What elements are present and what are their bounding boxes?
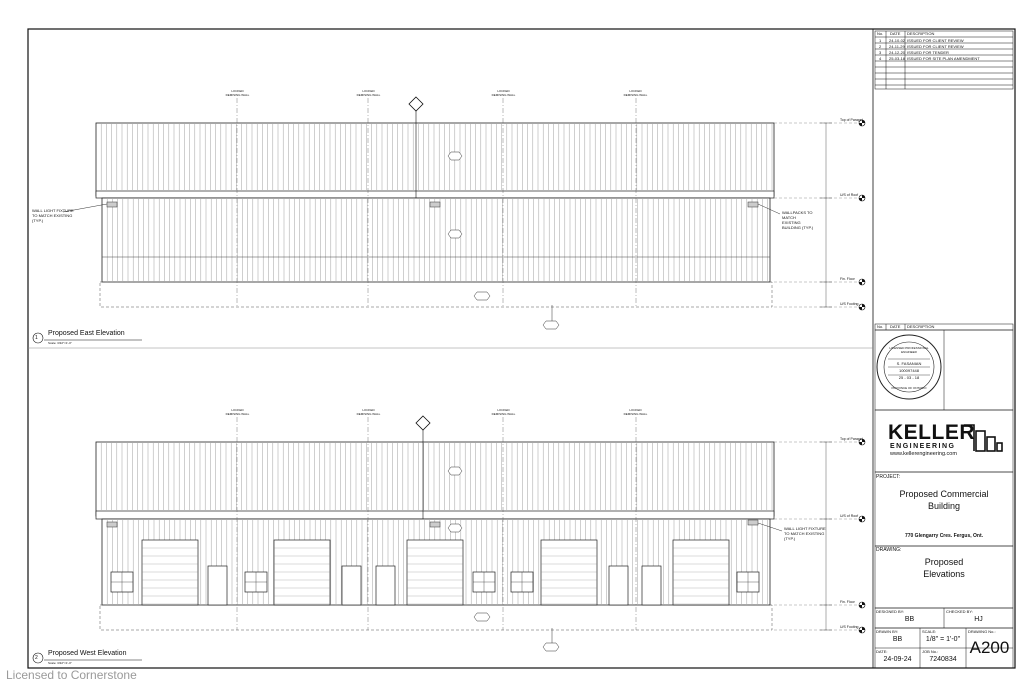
job-no-value: 7240834 (929, 656, 957, 663)
gridline-label: LOCKED DEMISING WALL (225, 408, 250, 416)
revision2-header-date: DATE (890, 324, 901, 329)
overhead-door (406, 539, 464, 606)
man-door (207, 565, 228, 606)
revision-row-desc: ISSUED FOR TENDER (907, 50, 949, 55)
drawing-title-line2: Elevations (923, 569, 965, 579)
checked-by-value: HJ (974, 616, 983, 623)
company-name: KELLER (888, 421, 975, 444)
drawing-title-line1: Proposed (924, 557, 964, 567)
view-number-circle (32, 332, 44, 344)
wall-light-note-east: WALL LIGHT FIXTURE TO MATCH EXISTING (TY… (32, 208, 74, 223)
gridline-label: LOCKED DEMISING WALL (225, 89, 250, 97)
overhead-door (540, 539, 598, 606)
revision-table-grid (874, 30, 1014, 669)
drawing-label: DRAWING: (876, 547, 902, 553)
revision-row-no: 3 (879, 50, 882, 55)
man-door (375, 565, 396, 606)
level-label-soffit: U/S of Roof (840, 193, 859, 197)
drawn-by-label: DRAWN BY: (876, 629, 899, 634)
level-label-soffit: U/S of Roof (840, 514, 859, 518)
drawn-by-value: BB (892, 636, 903, 643)
level-label-floor: Fin. Floor (840, 277, 855, 281)
project-title-line2: Building (927, 501, 961, 511)
drawing-no-value: A200 (969, 638, 1010, 657)
revision2-header-no: No. (877, 324, 884, 329)
company-url: www.kellerengineering.com (890, 451, 957, 457)
man-door (641, 565, 662, 606)
level-label-roof: Top of Parapet (840, 118, 863, 122)
wall-light (747, 519, 759, 526)
gridline-label: LOCKED DEMISING WALL (356, 408, 381, 416)
date-label: DATE: (876, 649, 888, 654)
license-watermark: Licensed to Cornerstone (6, 668, 137, 682)
view-title-east: Proposed East Elevation (48, 330, 125, 337)
project-title-line1: Proposed Commercial (899, 489, 989, 499)
wall-light-note-west: WALL LIGHT FIXTURE TO MATCH EXISTING (TY… (784, 526, 826, 541)
revision-row-desc: ISSUED FOR CLIENT REVIEW (907, 38, 964, 43)
revision-row-date: 25-03-18 (889, 56, 906, 61)
revision-row-date: 24-11-29 (889, 44, 905, 49)
east-elevation (62, 96, 781, 330)
gridline-label: LOCKED DEMISING WALL (356, 89, 381, 97)
level-label-roof: Top of Parapet (840, 437, 863, 441)
level-label-footing: U/S Footing (840, 625, 859, 629)
view-title-west: Proposed West Elevation (48, 650, 127, 657)
level-label-floor: Fin. Floor (840, 600, 855, 604)
wall-light (429, 521, 441, 528)
wall-light (106, 201, 118, 208)
drawing-no-label: DRAWING No.: (968, 629, 996, 634)
designed-by-label: DESIGNED BY: (876, 609, 905, 614)
wall-light (429, 201, 441, 208)
overhead-door (672, 539, 730, 606)
level-label-footing: U/S Footing (840, 302, 859, 306)
west-elevation (95, 415, 783, 652)
gridline-label: LOCKED DEMISING WALL (491, 408, 516, 416)
scale-label: SCALE: (922, 629, 937, 634)
view-number-circle (32, 652, 44, 664)
gridline-label: LOCKED DEMISING WALL (623, 408, 648, 416)
wall-light (747, 201, 759, 208)
revision-row-date: 24-10-02 (889, 38, 906, 43)
revision-row-no: 1 (879, 38, 882, 43)
view-scale-west: Scale: 3/32"=1'-0" (48, 661, 72, 665)
gridline-label: LOCKED DEMISING WALL (623, 89, 648, 97)
revision-header-description: DESCRIPTION (907, 31, 935, 36)
wall-packs-note-east: WALLPACKS TO MATCH EXISTING BUILDING (TY… (782, 210, 814, 230)
job-no-label: JOB No.: (922, 649, 939, 654)
keller-logo-mark (964, 424, 1003, 452)
overhead-door (141, 539, 199, 606)
checked-by-label: CHECKED BY: (946, 609, 973, 614)
gridline-label: LOCKED DEMISING WALL (491, 89, 516, 97)
seal-number: 100097448 (898, 368, 920, 373)
revision-header-date: DATE (890, 31, 901, 36)
wall-light (106, 521, 118, 528)
sheet-border (27, 28, 1016, 669)
seal-date: 25 - 03 - 18 (898, 375, 920, 380)
seal-line1: LICENSED PROFESSIONAL ENGINEER (889, 346, 929, 354)
vertical-dimensions (820, 122, 832, 631)
man-door (608, 565, 629, 606)
designed-by-value: BB (904, 616, 915, 623)
revision-row-no: 2 (879, 44, 882, 49)
view-number: 2 (35, 655, 38, 661)
view-scale-east: Scale: 3/32"=1'-0" (48, 341, 72, 345)
engineer-seal (876, 334, 942, 400)
project-label: PROJECT: (876, 474, 901, 480)
overhead-door (273, 539, 331, 606)
seal-province: PROVINCE OF ONTARIO (891, 386, 927, 390)
project-address: 770 Glengarry Cres. Fergus, Ont. (904, 533, 984, 539)
company-subtitle: ENGINEERING (890, 443, 956, 450)
revision-row-no: 4 (879, 56, 882, 61)
revision-header-no: No. (877, 31, 884, 36)
revision2-header-description: DESCRIPTION (907, 324, 935, 329)
revision-row-desc: ISSUED FOR SITE PLAN AMENDMENT (907, 56, 980, 61)
seal-name: S. FASANIAN (896, 361, 922, 366)
scale-value: 1/8" = 1'-0" (925, 636, 961, 643)
date-value: 24-09-24 (883, 656, 912, 663)
view-number: 1 (35, 335, 38, 341)
revision-row-desc: ISSUED FOR CLIENT REVIEW (907, 44, 964, 49)
revision-row-date: 24-12-20 (889, 50, 906, 55)
man-door (341, 565, 362, 606)
